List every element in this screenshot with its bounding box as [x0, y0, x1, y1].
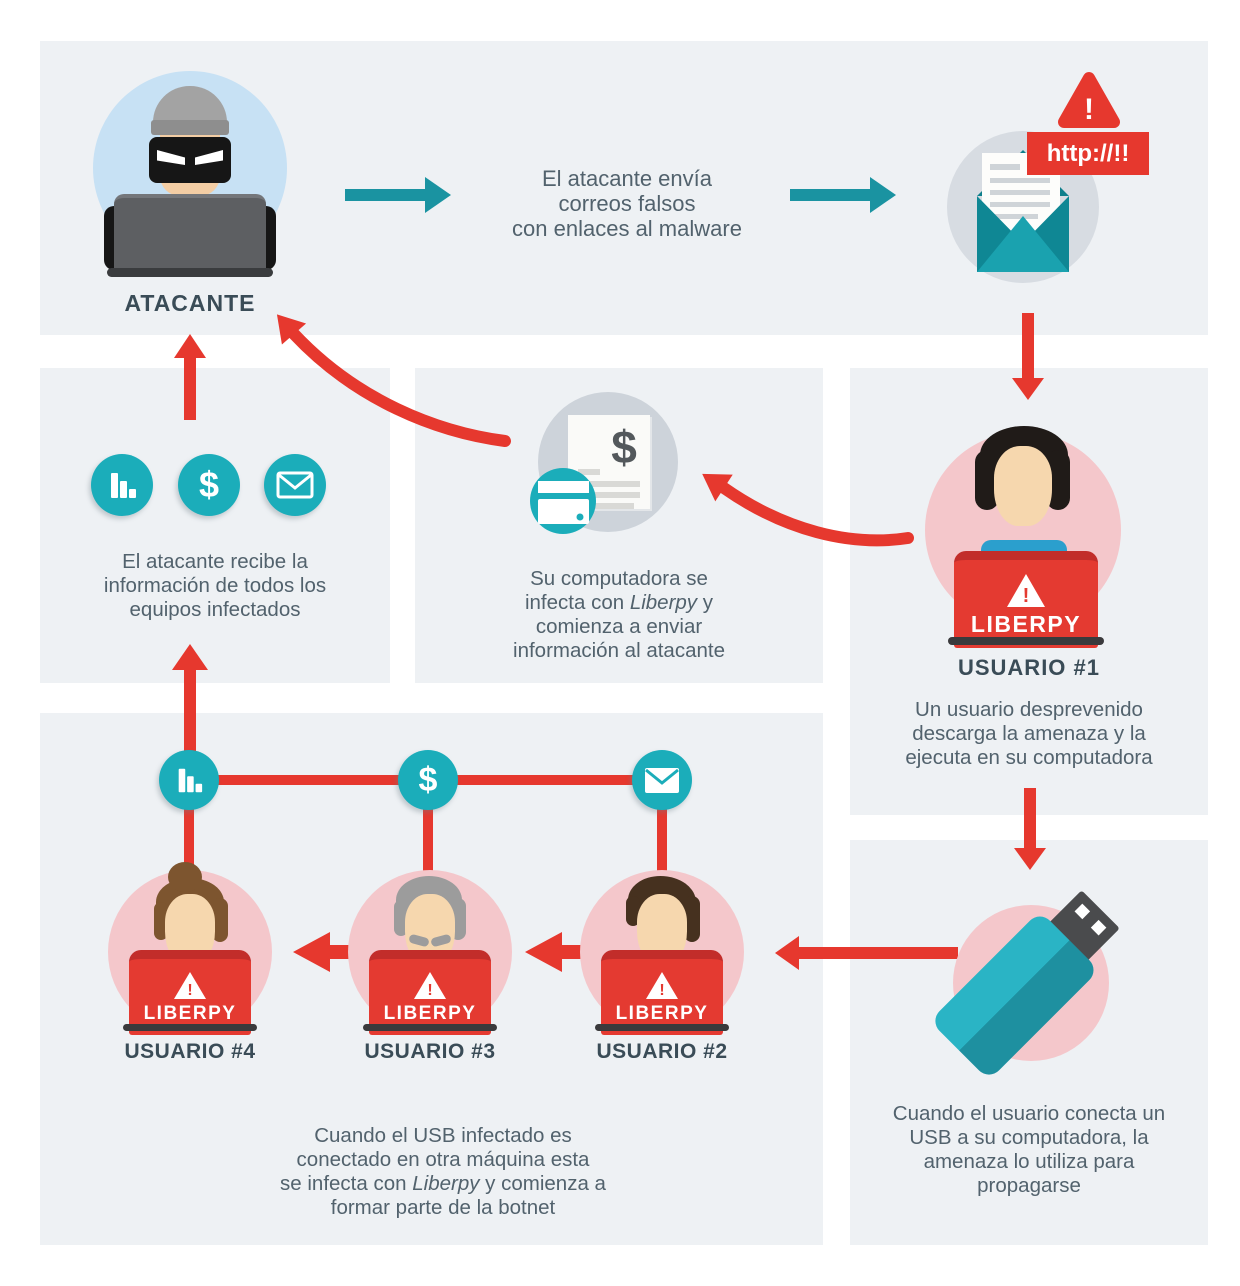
user4-hair-left	[154, 902, 168, 940]
infect-text: Su computadora se infecta con Liberpy y …	[513, 567, 725, 662]
user1-face	[994, 446, 1052, 526]
user3-hair-left	[394, 900, 408, 936]
user2-laptop: ! LIBERPY	[601, 950, 723, 1035]
user2-hair-right	[684, 896, 700, 942]
user2-hair-left	[626, 896, 640, 926]
user3-label: USUARIO #3	[364, 1040, 496, 1063]
user1-text: Un usuario desprevenido descarga la amen…	[905, 698, 1153, 769]
attacker-beanie-band	[151, 120, 229, 135]
laptop-label: LIBERPY	[615, 1002, 709, 1024]
liberpy-name: Liberpy	[412, 1172, 480, 1195]
laptop-warning-icon: !	[646, 971, 678, 999]
user3-laptop: ! LIBERPY	[369, 950, 491, 1035]
user1-laptop-base	[948, 637, 1104, 645]
top-message: El atacante envía correos falsos con enl…	[512, 166, 742, 241]
user4-laptop-base	[123, 1024, 257, 1031]
attacker-laptop-base	[107, 268, 273, 277]
user2-laptop-base	[595, 1024, 729, 1031]
svg-text:!: !	[187, 982, 192, 999]
bar-chart-icon	[91, 454, 153, 516]
laptop-label: LIBERPY	[383, 1002, 477, 1024]
laptop-warning-icon: !	[414, 971, 446, 999]
user4-hair-quiff	[168, 862, 202, 892]
laptop-warning-icon: !	[174, 971, 206, 999]
bar-chart-icon	[159, 750, 219, 810]
laptop-warning-icon: !	[1007, 573, 1045, 607]
envelope-icon	[264, 454, 326, 516]
user1-label: USUARIO #1	[957, 655, 1101, 680]
svg-text:!: !	[659, 982, 664, 999]
user4-laptop: ! LIBERPY	[129, 950, 251, 1035]
attacker-label: ATACANTE	[124, 290, 256, 316]
dollar-icon: $	[178, 454, 240, 516]
user4-label: USUARIO #4	[124, 1040, 256, 1063]
receive-text: El atacante recibe la información de tod…	[103, 550, 327, 621]
botnet-text: Cuando el USB infectado es conectado en …	[280, 1124, 606, 1219]
panel-receive	[40, 368, 390, 683]
user3-laptop-base	[363, 1024, 497, 1031]
svg-text:!: !	[427, 982, 432, 999]
envelope-icon	[632, 750, 692, 810]
usb-text: Cuando el usuario conecta un USB a su co…	[892, 1102, 1166, 1197]
svg-text:!: !	[1023, 585, 1030, 607]
user4-hair-right	[212, 898, 228, 942]
dollar-icon: $	[398, 750, 458, 810]
laptop-label: LIBERPY	[970, 610, 1082, 637]
malicious-url-banner: http://!!	[1027, 132, 1149, 175]
user2-label: USUARIO #2	[596, 1040, 728, 1063]
liberpy-name: Liberpy	[629, 591, 698, 614]
attacker-laptop	[114, 194, 266, 274]
laptop-label: LIBERPY	[143, 1002, 237, 1024]
user1-laptop: ! LIBERPY	[954, 551, 1098, 648]
